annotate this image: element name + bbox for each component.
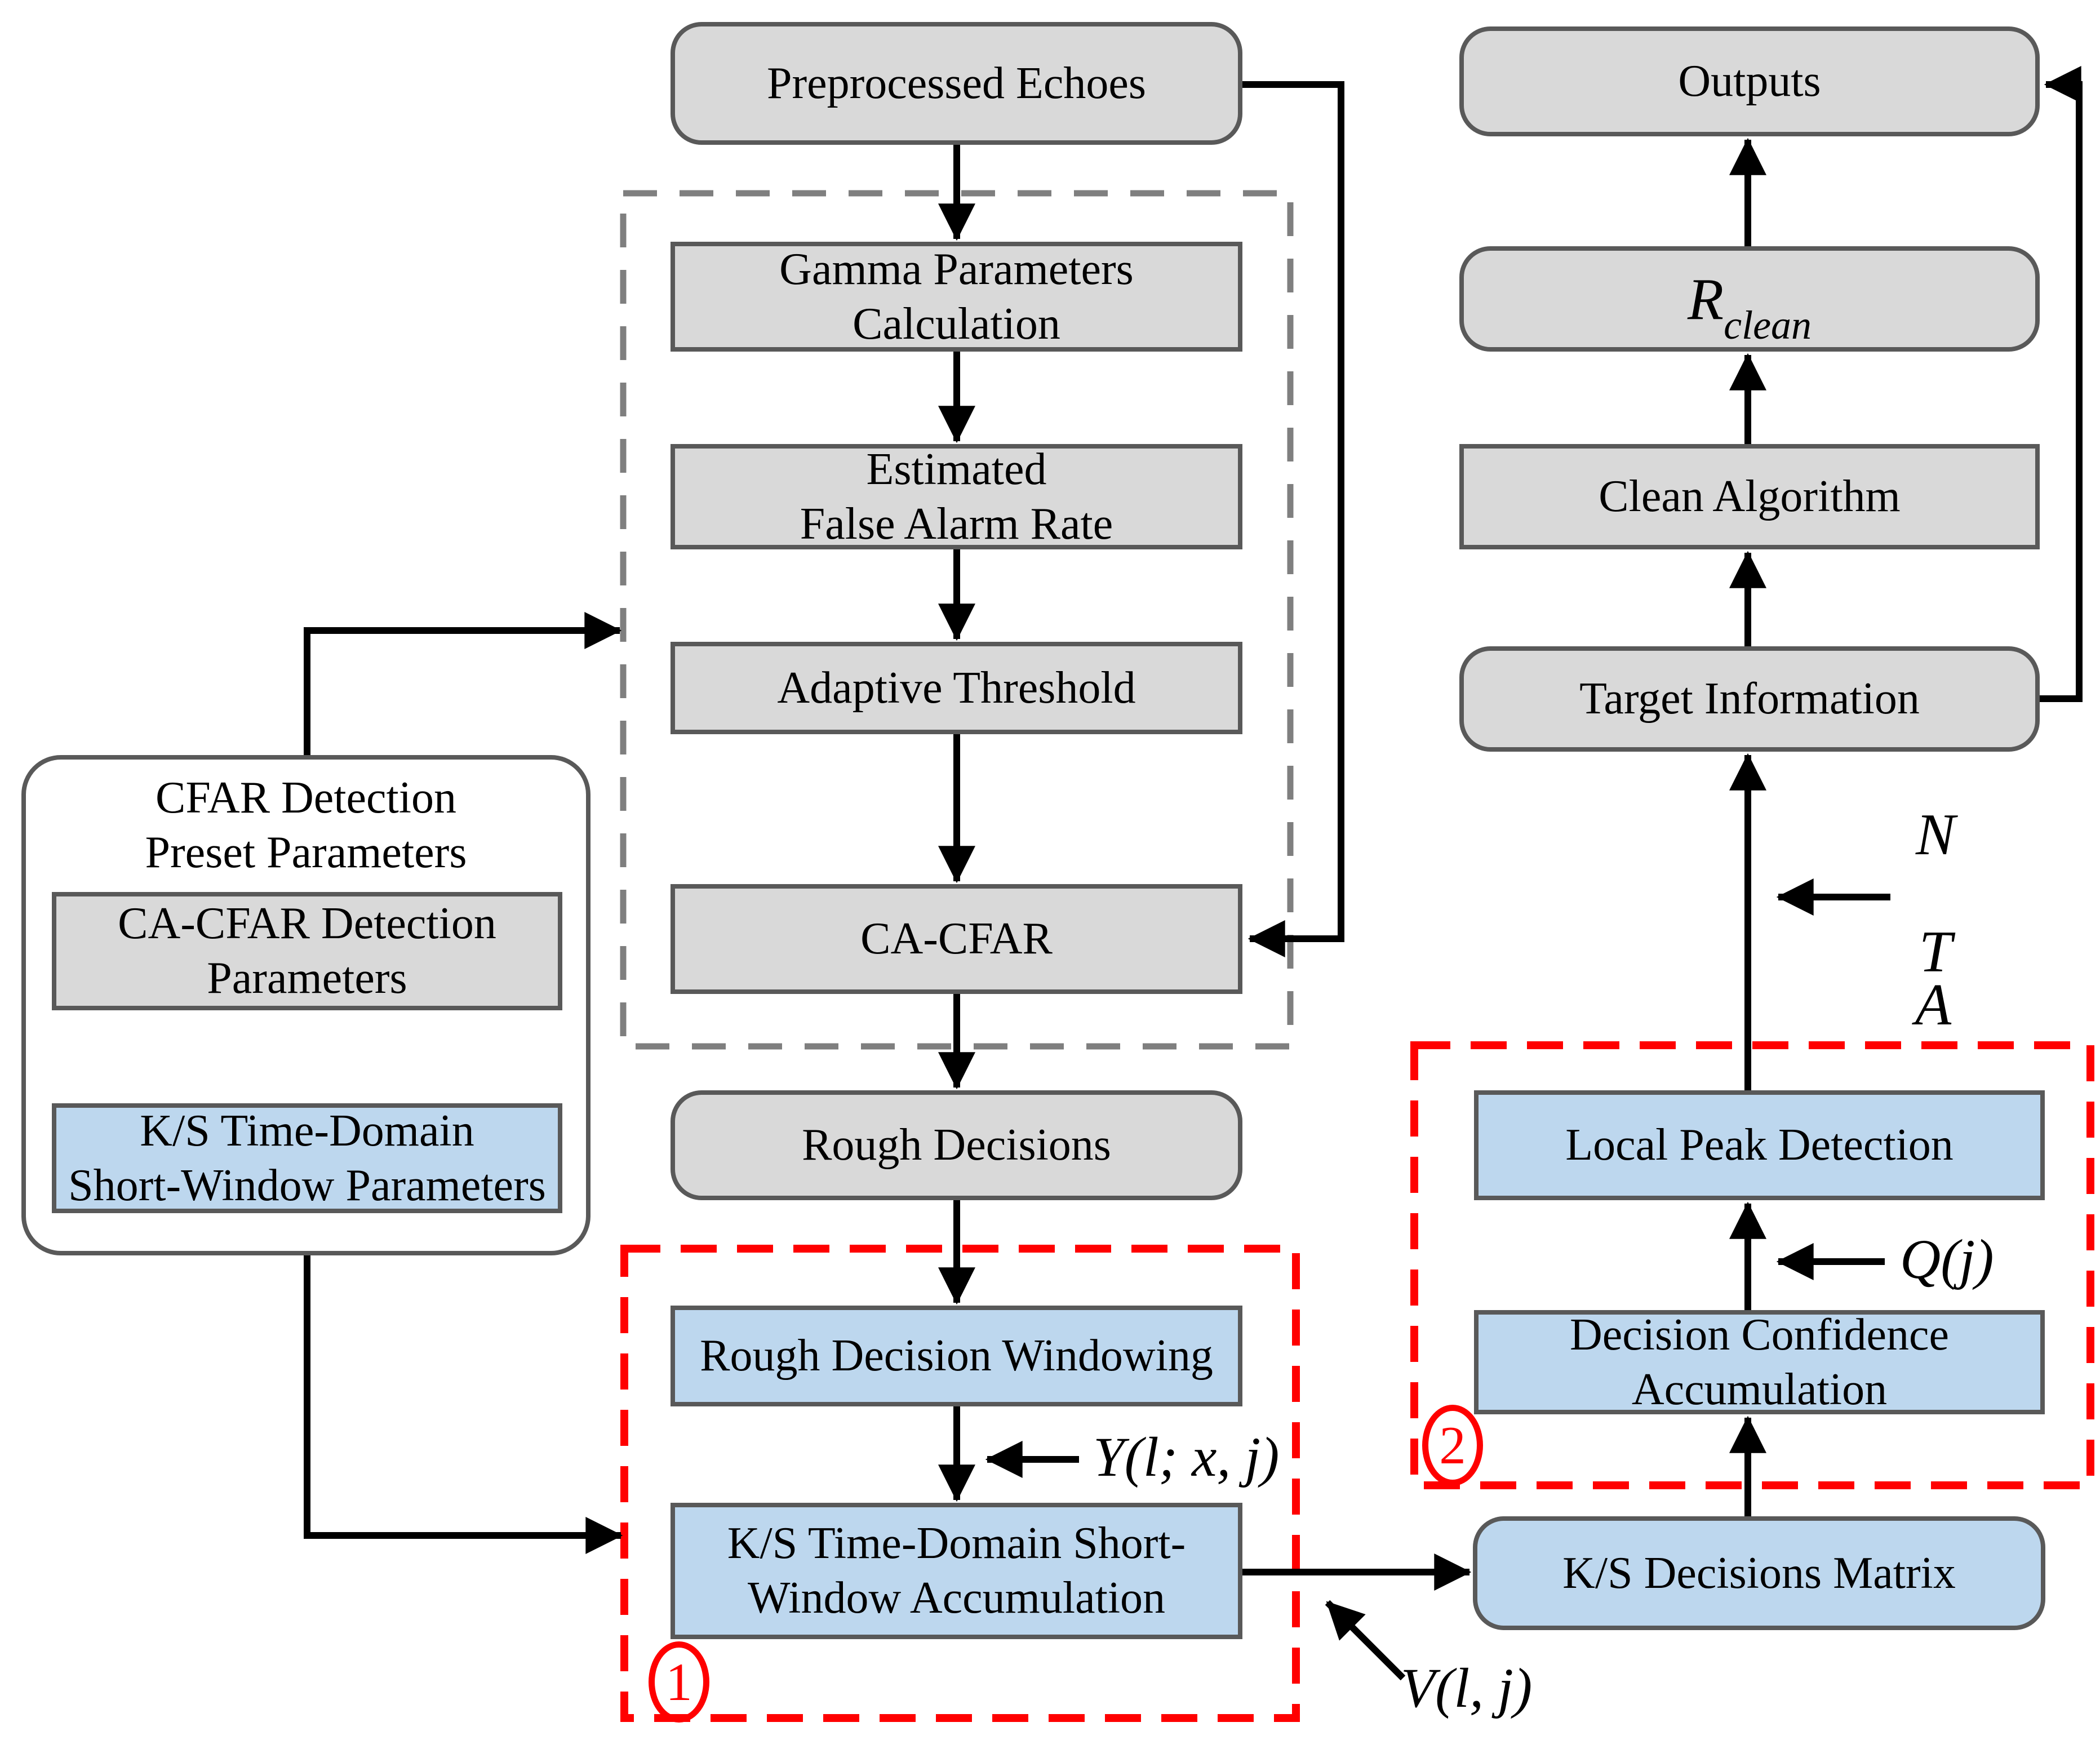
label-a-amplitude: A [1915, 971, 1952, 1037]
dashed-region-cacfar [620, 190, 1294, 1050]
box-estimated-false-alarm-rate: Estimated False Alarm Rate [671, 444, 1242, 549]
label-n-number: N [1915, 801, 1956, 867]
box-rough-decisions: Rough Decisions [671, 1090, 1242, 1200]
box-rough-decision-windowing: Rough Decision Windowing [671, 1306, 1242, 1406]
dashed-region-2 [1410, 1041, 2094, 1489]
label-v-ks-decisions: V(l, j) [1401, 1657, 1533, 1719]
box-ks-short-window-accumulation: K/S Time-Domain Short- Window Accumulati… [671, 1503, 1242, 1639]
box-clean-algorithm: Clean Algorithm [1459, 444, 2040, 549]
label-y-windowed-decisions: Y(l; x, j) [1093, 1426, 1280, 1488]
box-decision-confidence-accumulation: Decision Confidence Accumulation [1474, 1310, 2045, 1414]
box-outputs: Outputs [1459, 26, 2040, 136]
box-ca-cfar: CA-CFAR [671, 884, 1242, 994]
box-ca-cfar-detection-parameters: CA-CFAR Detection Parameters [52, 892, 562, 1010]
label-t-time: T [1919, 918, 1952, 984]
arrow-v-annotation [1325, 1600, 1406, 1681]
arrow-presets-to-cacfar-region [304, 612, 622, 755]
arrow-preprocessed-to-cacfar-feedback [1242, 81, 1344, 957]
arrow-presets-to-region1 [304, 1255, 623, 1554]
box-local-peak-detection: Local Peak Detection [1474, 1090, 2045, 1200]
dashed-region-1 [620, 1245, 1300, 1722]
box-ks-decisions-matrix: K/S Decisions Matrix [1473, 1516, 2045, 1630]
box-ks-short-window-parameters: K/S Time-Domain Short-Window Parameters [52, 1103, 562, 1213]
box-adaptive-threshold: Adaptive Threshold [671, 642, 1242, 734]
box-preprocessed-echoes: Preprocessed Echoes [671, 22, 1242, 145]
badge-region-2: 2 [1422, 1405, 1483, 1486]
label-q-confidence: Q(j) [1900, 1228, 1994, 1290]
arrow-targetinfo-to-outputs-feedback [2040, 66, 2083, 702]
box-gamma-parameters: Gamma Parameters Calculation [671, 242, 1242, 352]
box-target-information: Target Information [1459, 646, 2040, 752]
badge-region-1: 1 [649, 1641, 709, 1723]
box-r-clean: Rclean [1459, 246, 2040, 352]
panel-title: CFAR Detection Preset Parameters [145, 773, 467, 877]
